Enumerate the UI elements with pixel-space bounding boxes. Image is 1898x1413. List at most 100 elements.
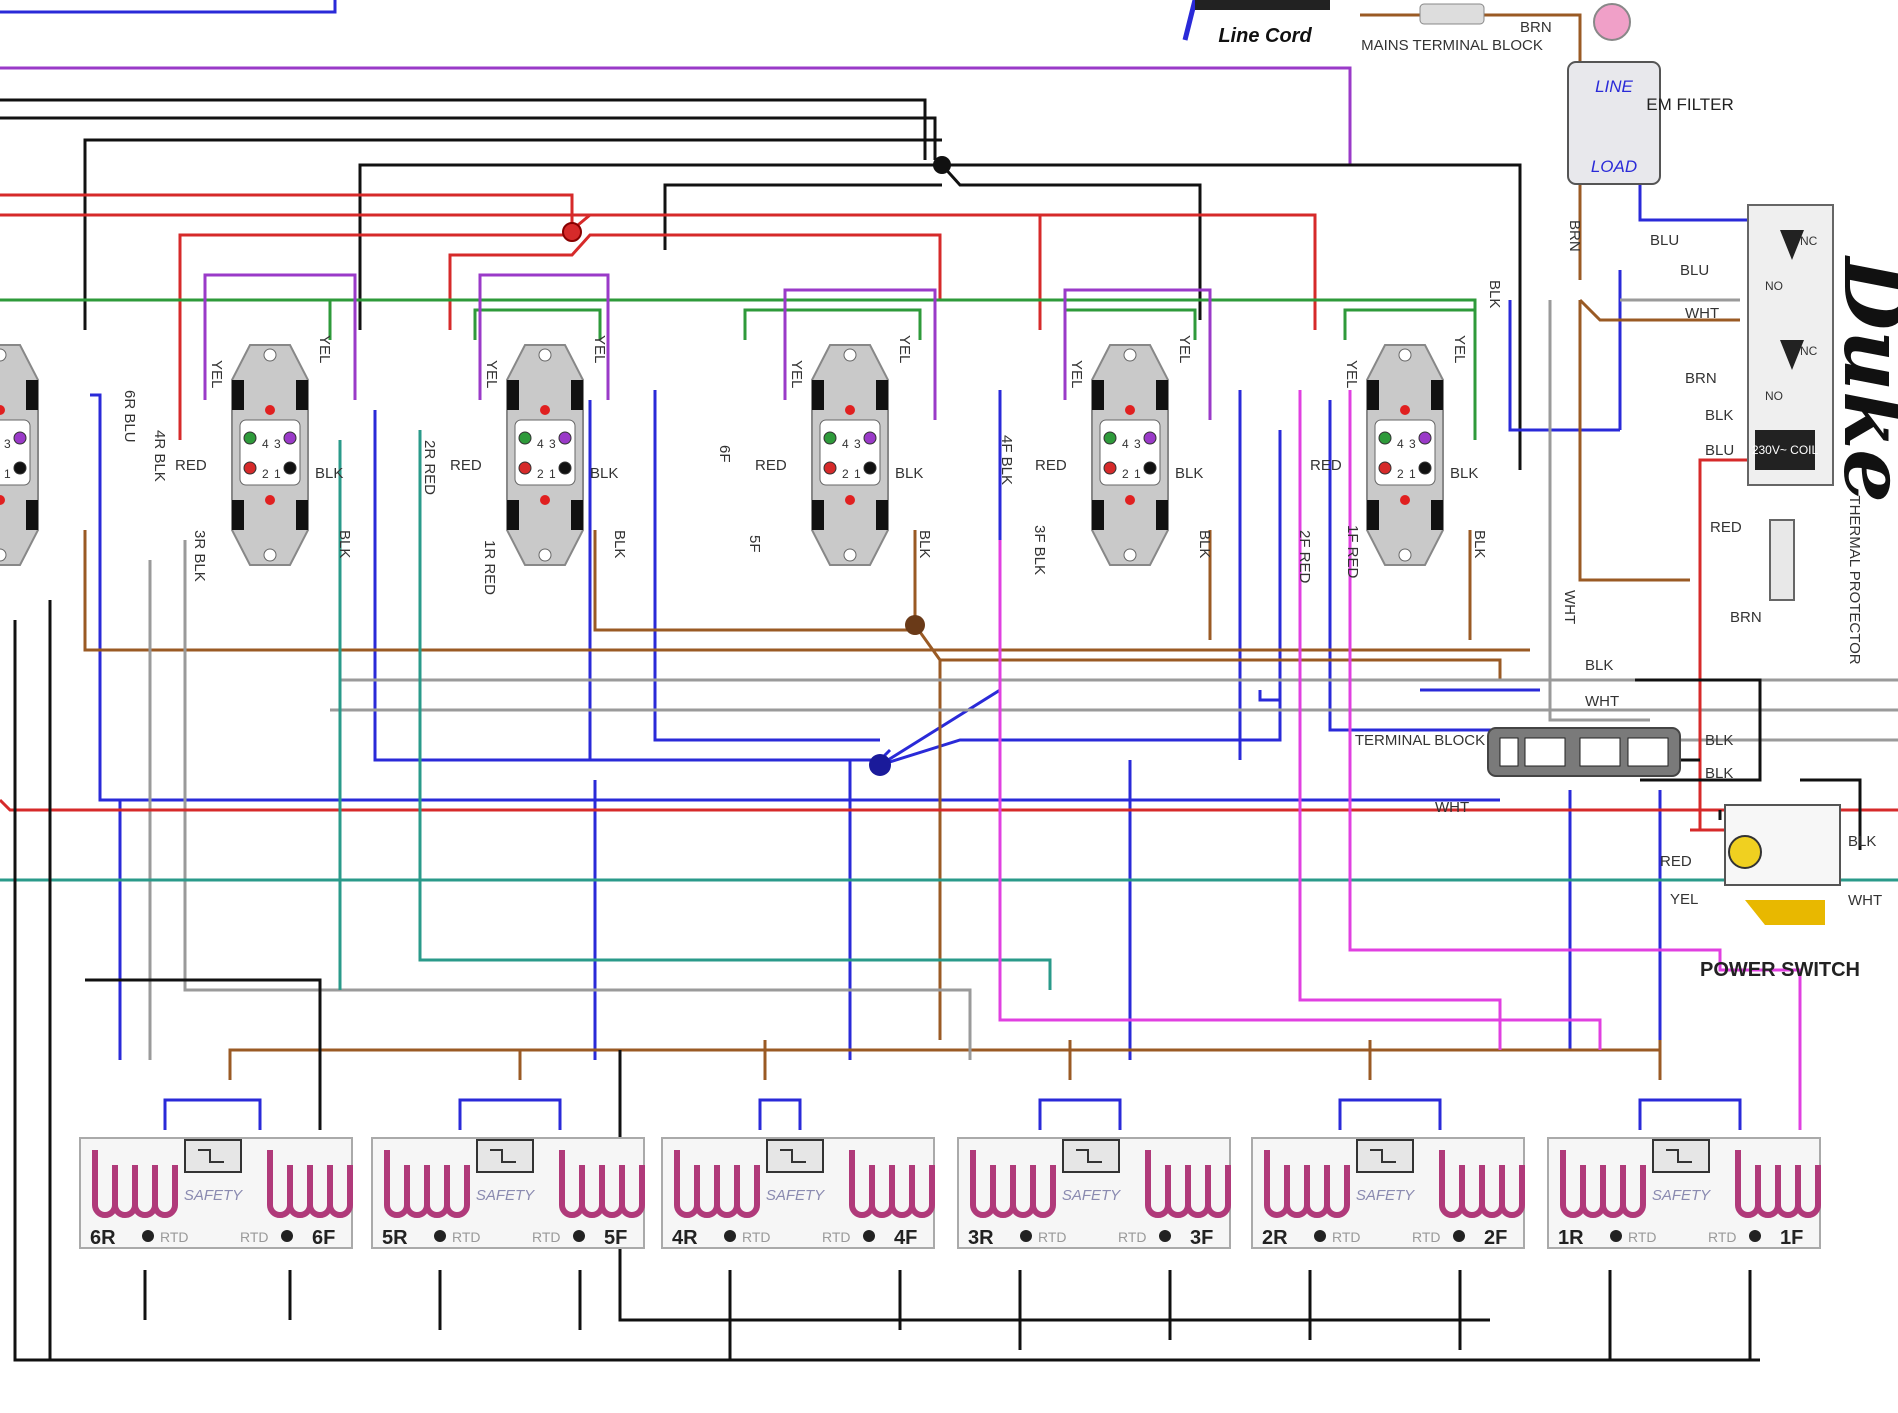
line-cord-label: Line Cord bbox=[1218, 25, 1312, 47]
heater-left-label: 5R bbox=[382, 1227, 408, 1249]
wire-label-blk-2: BLK bbox=[1705, 407, 1733, 424]
lead-label: 2R RED bbox=[421, 440, 438, 495]
switch-terminal-1: 1 bbox=[4, 467, 11, 481]
switch-label-yel: YEL bbox=[483, 360, 500, 388]
heating-coil bbox=[92, 1150, 178, 1218]
switch-label-blk: BLK bbox=[1450, 465, 1478, 482]
switch-label-blk: BLK bbox=[895, 465, 923, 482]
heating-coil bbox=[849, 1150, 935, 1218]
power-switch-label: POWER SWITCH bbox=[1700, 959, 1860, 981]
switch-terminal-4: 4 bbox=[537, 437, 544, 451]
switch-label-yel: YEL bbox=[788, 360, 805, 388]
switch-label-red: RED bbox=[1310, 457, 1342, 474]
relay-nc-1: NC bbox=[1800, 234, 1818, 248]
heating-coil bbox=[970, 1150, 1056, 1218]
switch-label-blk: BLK bbox=[1196, 530, 1213, 558]
wire-label-yel-1: YEL bbox=[1670, 891, 1698, 908]
switch-label-yel: YEL bbox=[316, 335, 333, 363]
heater-right-label: 1F bbox=[1780, 1227, 1803, 1249]
switch-terminal-4: 4 bbox=[262, 437, 269, 451]
wire-label-wht-1: WHT bbox=[1685, 305, 1719, 322]
switch-terminal-2: 2 bbox=[537, 467, 544, 481]
rtd-label: RTD bbox=[1708, 1229, 1737, 1245]
wire-label-red-2: RED bbox=[1660, 853, 1692, 870]
heater-right-label: 3F bbox=[1190, 1227, 1213, 1249]
brand-logo-text: Duke bbox=[1825, 255, 1898, 503]
wire-label-blu-3: BLU bbox=[1705, 442, 1734, 459]
rtd-label: RTD bbox=[822, 1229, 851, 1245]
safety-thermostat bbox=[1356, 1139, 1414, 1173]
wire-label-blk-5: BLK bbox=[1705, 765, 1733, 782]
wire-label-brn-3: BRN bbox=[1730, 609, 1762, 626]
switch-label-blk: BLK bbox=[611, 530, 628, 558]
wire-label-blk-4: BLK bbox=[1705, 732, 1733, 749]
lead-label: 3R BLK bbox=[191, 530, 208, 582]
switch-terminal-3: 3 bbox=[1134, 437, 1141, 451]
lead-label: 1F RED bbox=[1344, 525, 1361, 579]
switch-terminal-1: 1 bbox=[549, 467, 556, 481]
safety-thermostat bbox=[766, 1139, 824, 1173]
safety-label: SAFETY bbox=[1356, 1187, 1415, 1204]
relay-nc-2: NC bbox=[1800, 344, 1818, 358]
switch-label-red: RED bbox=[450, 457, 482, 474]
switch-terminal-3: 3 bbox=[1409, 437, 1416, 451]
switch-terminal-1: 1 bbox=[1409, 467, 1416, 481]
em-filter-line-label: LINE bbox=[1595, 77, 1633, 96]
lead-label: 6F bbox=[716, 445, 733, 463]
heater-left-label: 6R bbox=[90, 1227, 116, 1249]
rtd-label: RTD bbox=[240, 1229, 269, 1245]
mains-brn-label: BRN bbox=[1520, 19, 1552, 36]
switch-terminal-1: 1 bbox=[274, 467, 281, 481]
infinite-switches: 43214321YELYELREDBLKBLK4321YELYELREDBLKB… bbox=[0, 335, 1488, 566]
switch-label-yel: YEL bbox=[1068, 360, 1085, 388]
em-filter-label: EM FILTER bbox=[1646, 95, 1734, 114]
brand-logo: Duke bbox=[1825, 255, 1898, 503]
heating-coil bbox=[1439, 1150, 1525, 1218]
heating-coil bbox=[559, 1150, 645, 1218]
mains-terminal-block: MAINS TERMINAL BLOCK BRN bbox=[1361, 3, 1552, 54]
thermal-protector-label: THERMAL PROTECTOR bbox=[1846, 495, 1863, 664]
heating-coil bbox=[1735, 1150, 1821, 1218]
switch-label-blk: BLK bbox=[916, 530, 933, 558]
wire-labels: BLK BRN BLU BLU WHT BRN BLK BLU RED BRN … bbox=[1435, 220, 1882, 909]
heating-coil bbox=[674, 1150, 760, 1218]
switch-terminal-2: 2 bbox=[262, 467, 269, 481]
switch-terminal-4: 4 bbox=[1397, 437, 1404, 451]
rtd-label: RTD bbox=[160, 1229, 189, 1245]
relay-coil-label: 230V~ COIL bbox=[1752, 443, 1819, 457]
switch-label-red: RED bbox=[175, 457, 207, 474]
wire-label-red-1: RED bbox=[1710, 519, 1742, 536]
wire-label-brn-2: BRN bbox=[1685, 370, 1717, 387]
lead-label: 1R RED bbox=[481, 540, 498, 595]
switch-label-yel: YEL bbox=[1451, 335, 1468, 363]
switch-label-blk: BLK bbox=[315, 465, 343, 482]
switch-terminal-3: 3 bbox=[4, 437, 11, 451]
em-filter-load-label: LOAD bbox=[1591, 157, 1637, 176]
switch-label-blk: BLK bbox=[1175, 465, 1203, 482]
heater-left-label: 1R bbox=[1558, 1227, 1584, 1249]
lead-label: 6R BLU bbox=[121, 390, 138, 443]
rtd-label: RTD bbox=[452, 1229, 481, 1245]
heating-coil bbox=[267, 1150, 353, 1218]
safety-label: SAFETY bbox=[1062, 1187, 1121, 1204]
switch-terminal-2: 2 bbox=[842, 467, 849, 481]
relay: NC NC NO NO 230V~ COIL bbox=[1747, 204, 1834, 486]
rtd-label: RTD bbox=[1412, 1229, 1441, 1245]
switch-terminal-4: 4 bbox=[1122, 437, 1129, 451]
wire-harness bbox=[0, 0, 1898, 1362]
safety-thermostat bbox=[476, 1139, 534, 1173]
thermal-protector: THERMAL PROTECTOR bbox=[1769, 495, 1863, 665]
lead-label: 3F BLK bbox=[1031, 525, 1048, 575]
wire-label-blk-6: BLK bbox=[1848, 833, 1876, 850]
switch-terminal-2: 2 bbox=[1397, 467, 1404, 481]
